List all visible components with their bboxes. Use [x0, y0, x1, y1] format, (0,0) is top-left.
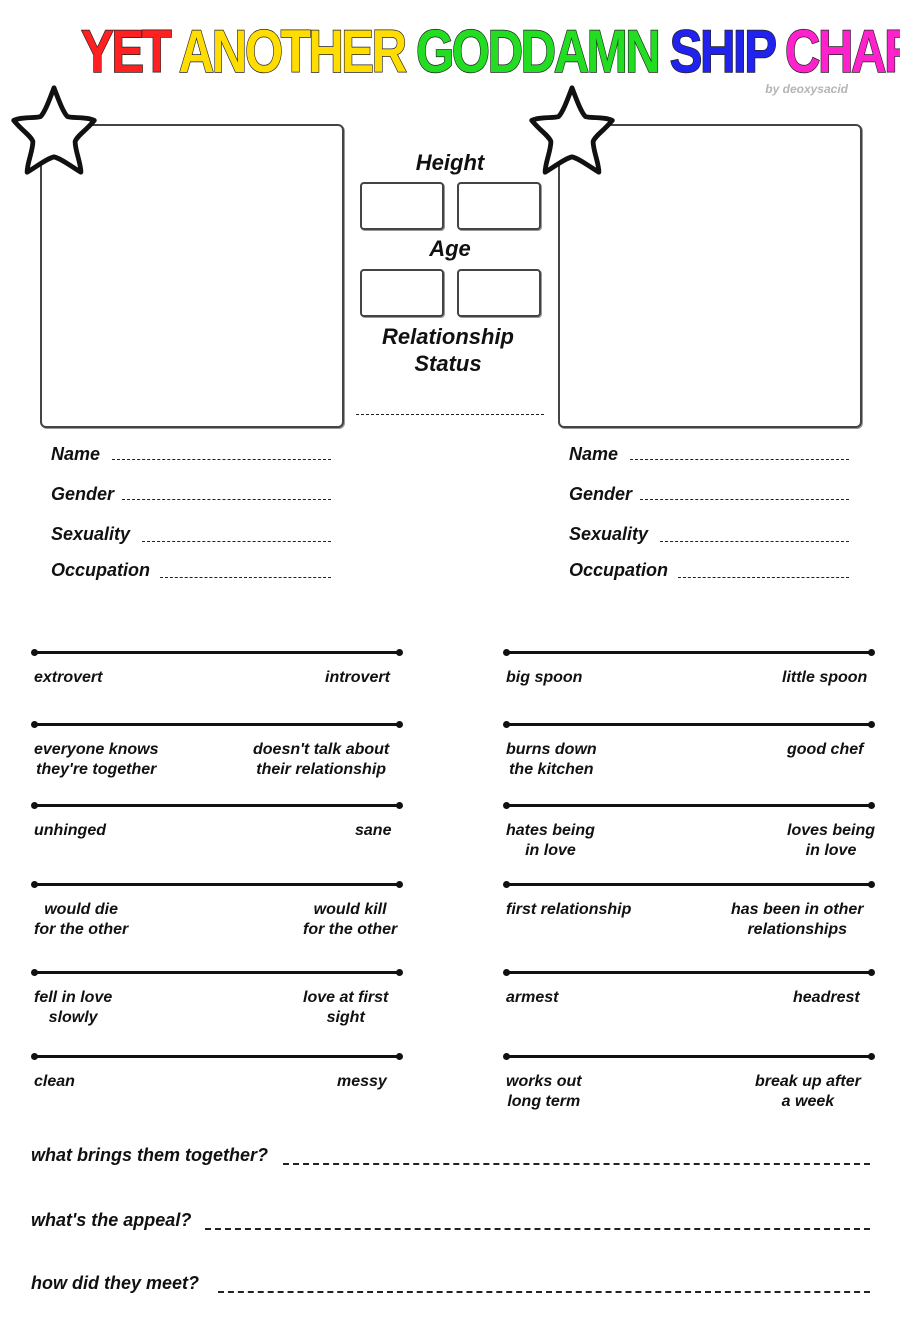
- left-sexuality-label: Sexuality: [51, 524, 131, 544]
- left-occupation-field[interactable]: [160, 577, 331, 578]
- right-height-box[interactable]: [457, 182, 541, 230]
- right-sexuality-field[interactable]: [660, 541, 849, 542]
- scale-line-extrovert-introvert[interactable]: [31, 649, 403, 656]
- right-sexuality-label: Sexuality: [569, 524, 649, 544]
- scale-line-kitchen-chef[interactable]: [503, 721, 875, 728]
- scale-line-die-kill[interactable]: [31, 881, 403, 888]
- scale-label-right: introvert: [325, 669, 390, 686]
- left-occupation-label: Occupation: [51, 560, 151, 580]
- scale-label-right: headrest: [793, 989, 860, 1006]
- scale-line-longterm-week[interactable]: [503, 1053, 875, 1060]
- right-character-image-box[interactable]: [558, 124, 862, 428]
- age-label: Age: [429, 236, 471, 261]
- credit-text: by deoxysacid: [765, 82, 848, 96]
- left-star-icon: [11, 85, 97, 175]
- right-name-field[interactable]: [630, 459, 849, 460]
- scale-line-armest-headrest[interactable]: [503, 969, 875, 976]
- scale-line-clean-messy[interactable]: [31, 1053, 403, 1060]
- scale-label-left: extrovert: [34, 669, 103, 686]
- scale-label-right: good chef: [787, 741, 864, 758]
- question-together-label: what brings them together?: [31, 1145, 269, 1165]
- right-gender-field[interactable]: [640, 499, 849, 500]
- left-age-box[interactable]: [360, 269, 444, 317]
- scale-label-right: sane: [355, 822, 392, 839]
- relationship-status-label-line2: Status: [414, 351, 482, 376]
- relationship-status-field[interactable]: [356, 414, 544, 415]
- scale-label-right: little spoon: [782, 669, 868, 686]
- chart-title: YET ANOTHER GODDAMN SHIP CHART: [80, 17, 900, 86]
- left-height-box[interactable]: [360, 182, 444, 230]
- right-age-box[interactable]: [457, 269, 541, 317]
- question-together-field[interactable]: [283, 1163, 870, 1165]
- title-word: GODDAMN: [415, 17, 670, 86]
- scale-label-left: first relationship: [506, 901, 632, 918]
- left-gender-label: Gender: [51, 484, 115, 504]
- right-occupation-field[interactable]: [678, 577, 849, 578]
- title-word: YET: [80, 17, 179, 86]
- right-name-label: Name: [569, 444, 619, 464]
- scale-label-left: armest: [506, 989, 559, 1006]
- scale-label-left: unhinged: [34, 822, 106, 839]
- question-appeal-label: what's the appeal?: [31, 1210, 192, 1230]
- left-gender-field[interactable]: [122, 499, 331, 500]
- right-star-icon: [529, 85, 615, 175]
- left-name-field[interactable]: [112, 459, 331, 460]
- question-meet-label: how did they meet?: [31, 1273, 200, 1293]
- height-label: Height: [415, 150, 485, 175]
- scale-line-unhinged-sane[interactable]: [31, 802, 403, 809]
- scale-line-everyone-knows[interactable]: [31, 721, 403, 728]
- right-occupation-label: Occupation: [569, 560, 669, 580]
- scale-line-slowly-first-sight[interactable]: [31, 969, 403, 976]
- question-appeal-field[interactable]: [205, 1228, 870, 1230]
- scale-line-hates-loves[interactable]: [503, 802, 875, 809]
- title-word: ANOTHER: [178, 17, 416, 86]
- left-sexuality-field[interactable]: [142, 541, 331, 542]
- title-word: CHART: [784, 17, 900, 86]
- left-name-label: Name: [51, 444, 101, 464]
- right-gender-label: Gender: [569, 484, 633, 504]
- question-meet-field[interactable]: [218, 1291, 870, 1293]
- scale-label-left: big spoon: [506, 669, 583, 686]
- scale-label-left: clean: [34, 1073, 75, 1090]
- relationship-status-label-line1: Relationship: [381, 324, 514, 349]
- left-character-image-box[interactable]: [40, 124, 344, 428]
- title-word: SHIP: [669, 17, 785, 86]
- scale-label-right: messy: [337, 1073, 387, 1090]
- scale-line-big-little-spoon[interactable]: [503, 649, 875, 656]
- scale-line-first-other-relationships[interactable]: [503, 881, 875, 888]
